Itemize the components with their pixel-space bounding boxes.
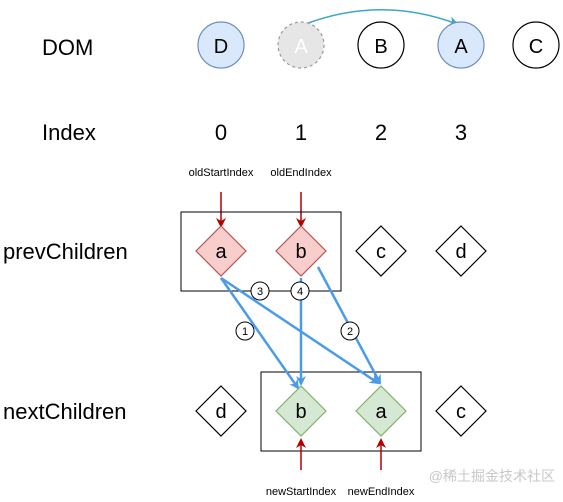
dom-node-label: C	[529, 36, 543, 58]
new-start-index-label: newStartIndex	[266, 486, 337, 498]
index-row-label: Index	[42, 120, 96, 145]
dom-node-label: A	[294, 36, 308, 58]
step-badge-1: 1	[235, 321, 255, 341]
step-badge-3: 3	[250, 281, 270, 301]
move-arrow-step-3	[220, 276, 380, 385]
next-child-label: c	[456, 401, 466, 423]
next-child-label: b	[295, 401, 306, 423]
index-1: 1	[295, 120, 307, 145]
new-end-index-label: newEndIndex	[348, 486, 415, 498]
dom-node-label: B	[374, 36, 387, 58]
move-arrow-step-1	[219, 277, 300, 390]
dom-node-a: A	[437, 21, 485, 69]
next-child-d: d	[195, 385, 247, 437]
dom-node-b: B	[357, 21, 405, 69]
next-child-c: c	[435, 385, 487, 437]
dom-move-arrow	[302, 9, 459, 26]
prev-child-label: d	[455, 241, 466, 263]
step-badge-label: 3	[257, 286, 263, 298]
dom-node-label: A	[454, 36, 468, 58]
prev-child-b: b	[275, 225, 327, 277]
dom-node-c: C	[512, 21, 560, 69]
step-badge-label: 2	[347, 326, 353, 338]
index-2: 2	[375, 120, 387, 145]
old-end-index-label: oldEndIndex	[270, 167, 332, 179]
next-child-label: a	[375, 401, 387, 423]
step-badge-4: 4	[290, 281, 310, 301]
prev-child-label: c	[376, 241, 386, 263]
prev-child-a: a	[195, 225, 247, 277]
next-child-a: a	[355, 385, 407, 437]
watermark-text: @稀土掘金技术社区	[429, 468, 555, 484]
dom-node-label: D	[214, 36, 228, 58]
index-3: 3	[455, 120, 467, 145]
dom-node-a-ghost: A	[277, 21, 325, 69]
old-start-index-label: oldStartIndex	[189, 167, 254, 179]
step-badge-2: 2	[340, 321, 360, 341]
prev-child-label: b	[295, 241, 306, 263]
prev-child-c: c	[355, 225, 407, 277]
index-0: 0	[215, 120, 227, 145]
step-badge-label: 1	[242, 326, 248, 338]
prev-child-label: a	[215, 241, 227, 263]
next-window-box	[260, 371, 422, 452]
dom-node-d: D	[197, 21, 245, 69]
step-badge-label: 4	[297, 286, 303, 298]
next-child-label: d	[215, 401, 226, 423]
next-child-b: b	[275, 385, 327, 437]
dom-row-label: DOM	[42, 35, 93, 60]
prev-children-label: prevChildren	[3, 239, 128, 264]
prev-child-d: d	[435, 225, 487, 277]
next-children-label: nextChildren	[3, 399, 127, 424]
